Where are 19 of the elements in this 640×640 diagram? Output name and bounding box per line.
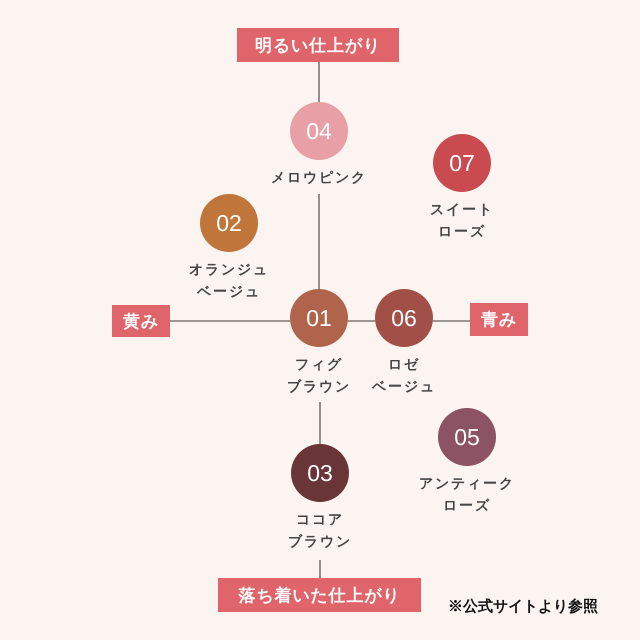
- shade-name: アンティークローズ: [418, 475, 516, 516]
- shade-name: フィグブラウン: [286, 356, 352, 397]
- numbered-circle: 07: [433, 134, 491, 192]
- shade-name: スイートローズ: [429, 201, 495, 242]
- axis-label: 黄み: [112, 305, 170, 337]
- shade-name: ココアブラウン: [287, 511, 353, 552]
- shade-name: ロゼベージュ: [370, 356, 437, 397]
- axis-label: 落ち着いた仕上がり: [218, 578, 421, 612]
- numbered-circle: 01: [290, 289, 348, 347]
- numbered-circle: 03: [291, 444, 349, 502]
- numbered-circle: 06: [375, 289, 433, 347]
- axis-label: 青み: [470, 303, 528, 336]
- numbered-circle: 02: [200, 194, 258, 252]
- axis-label: 明るい仕上がり: [237, 28, 399, 62]
- numbered-circle: 05: [438, 408, 496, 466]
- numbered-circle: 04: [290, 102, 348, 160]
- source-note: ※公式サイトより参照: [448, 597, 598, 616]
- shade-name: メロウピンク: [271, 169, 367, 188]
- shade-name: オランジュベージュ: [188, 261, 270, 302]
